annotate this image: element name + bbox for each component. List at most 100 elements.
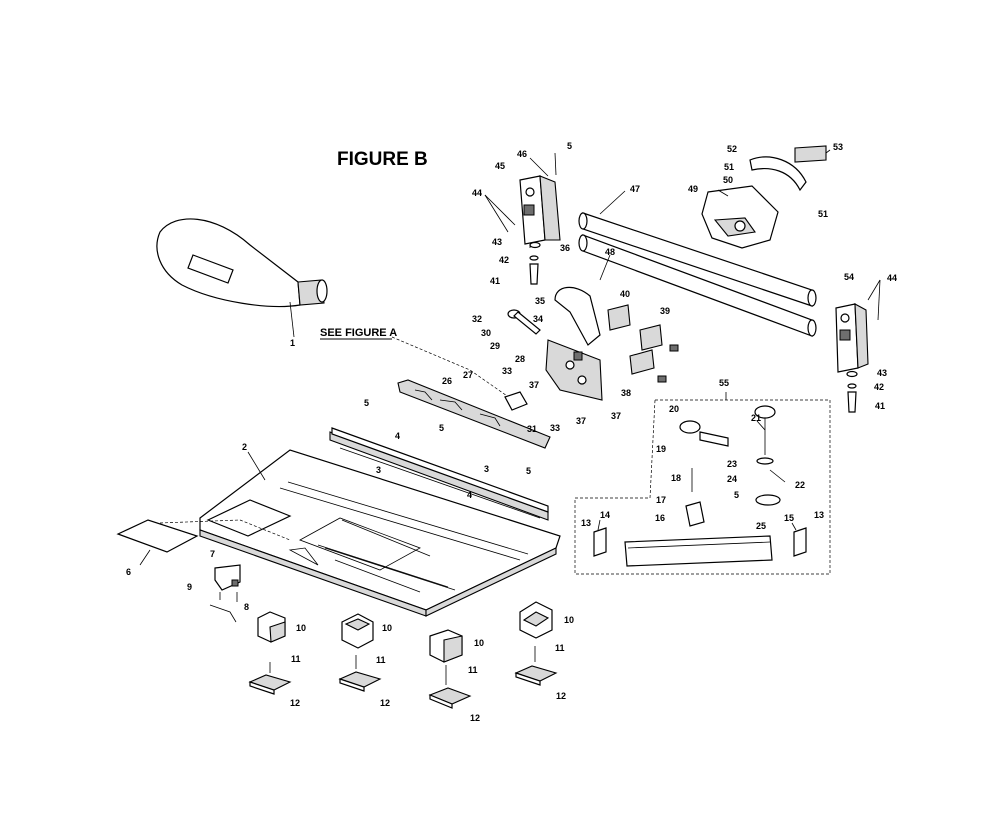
callout-10a: 10 [296,623,306,633]
callout-31: 31 [527,424,537,434]
callout-5d: 5 [526,466,531,476]
callout-4b: 4 [467,490,472,500]
callout-11b: 11 [376,655,386,665]
riving-knife-bracket [545,286,603,401]
callout-35: 35 [535,296,545,306]
callout-37b: 37 [576,416,586,426]
fence-kit-box [574,399,831,575]
pivot-pin [507,309,541,335]
callout-20: 20 [669,404,679,414]
callout-4a: 4 [395,431,400,441]
fence-clips [593,527,807,557]
left-end-bracket [519,175,561,245]
callout-5b: 5 [364,398,369,408]
left-bracket-bolts [529,241,541,285]
leader-lines [139,149,881,566]
switch-bracket [214,564,241,602]
foot-3 [428,665,472,709]
callout-39: 39 [660,306,670,316]
fence-rail-16 [624,535,773,567]
callout-12d: 12 [556,691,566,701]
fence-lock-clamp [701,185,779,249]
callout-42a: 42 [499,255,509,265]
callout-19: 19 [656,444,666,454]
callout-43a: 43 [492,237,502,247]
callout-15: 15 [784,513,794,523]
foot-4 [514,646,558,686]
callout-23: 23 [727,459,737,469]
callout-10c: 10 [474,638,484,648]
lower-fence-tube [578,234,817,337]
foot-2 [338,655,382,692]
right-bracket-bolts [846,370,858,413]
callout-46: 46 [517,149,527,159]
dust-bag [156,218,328,308]
callout-5e: 5 [734,490,739,500]
callout-11d: 11 [555,643,565,653]
callout-38: 38 [621,388,631,398]
callout-41b: 41 [875,401,885,411]
callout-43b: 43 [877,368,887,378]
fence-pads [607,304,679,383]
callout-29: 29 [490,341,500,351]
callout-54: 54 [844,272,854,282]
callout-33a: 33 [502,366,512,376]
callout-11a: 11 [291,654,301,664]
callout-10b: 10 [382,623,392,633]
callout-14: 14 [600,510,610,520]
callout-10d: 10 [564,615,574,625]
callout-34: 34 [533,314,543,324]
small-plate [504,391,528,411]
callout-53: 53 [833,142,843,152]
callout-55: 55 [719,378,729,388]
callout-6: 6 [126,567,131,577]
right-end-bracket [835,303,869,373]
see-figure-a-label: SEE FIGURE A [320,327,397,339]
callout-27: 27 [463,370,473,380]
callout-30: 30 [481,328,491,338]
hex-key [209,604,237,623]
front-rail [329,427,549,521]
fence-label [794,145,827,163]
callout-13a: 13 [581,518,591,528]
callout-50: 50 [723,175,733,185]
see-figure-a-reference: SEE FIGURE A [320,327,521,406]
callout-36: 36 [560,243,570,253]
callout-51b: 51 [818,209,828,219]
callout-44b: 44 [887,273,897,283]
callout-42b: 42 [874,382,884,392]
callout-3b: 3 [484,464,489,474]
callout-22: 22 [795,480,805,490]
callout-17: 17 [656,495,666,505]
callout-5c: 5 [439,423,444,433]
callout-33b: 33 [550,423,560,433]
callout-9: 9 [187,582,192,592]
callout-12a: 12 [290,698,300,708]
callout-32: 32 [472,314,482,324]
tube-support-bracket [397,379,551,449]
callout-3a: 3 [376,465,381,475]
rear-rail [339,447,541,519]
callout-12c: 12 [470,713,480,723]
callout-51a: 51 [724,162,734,172]
callout-8: 8 [244,602,249,612]
figure-title: FIGURE B [337,149,428,170]
callout-18: 18 [671,473,681,483]
callout-12b: 12 [380,698,390,708]
callout-26: 26 [442,376,452,386]
callout-40: 40 [620,289,630,299]
foot-1 [248,662,292,695]
callout-5a: 5 [567,141,572,151]
callout-37a: 37 [529,380,539,390]
callout-41a: 41 [490,276,500,286]
callout-28: 28 [515,354,525,364]
callout-labels: 1 2 3 3 4 4 5 5 5 5 5 6 7 8 9 10 10 10 1… [126,141,897,723]
upper-fence-tube [578,212,817,307]
callout-52: 52 [727,144,737,154]
fence-block-17 [685,501,705,527]
leg-bracket-1 [257,611,286,643]
callout-47: 47 [630,184,640,194]
callout-25: 25 [756,521,766,531]
